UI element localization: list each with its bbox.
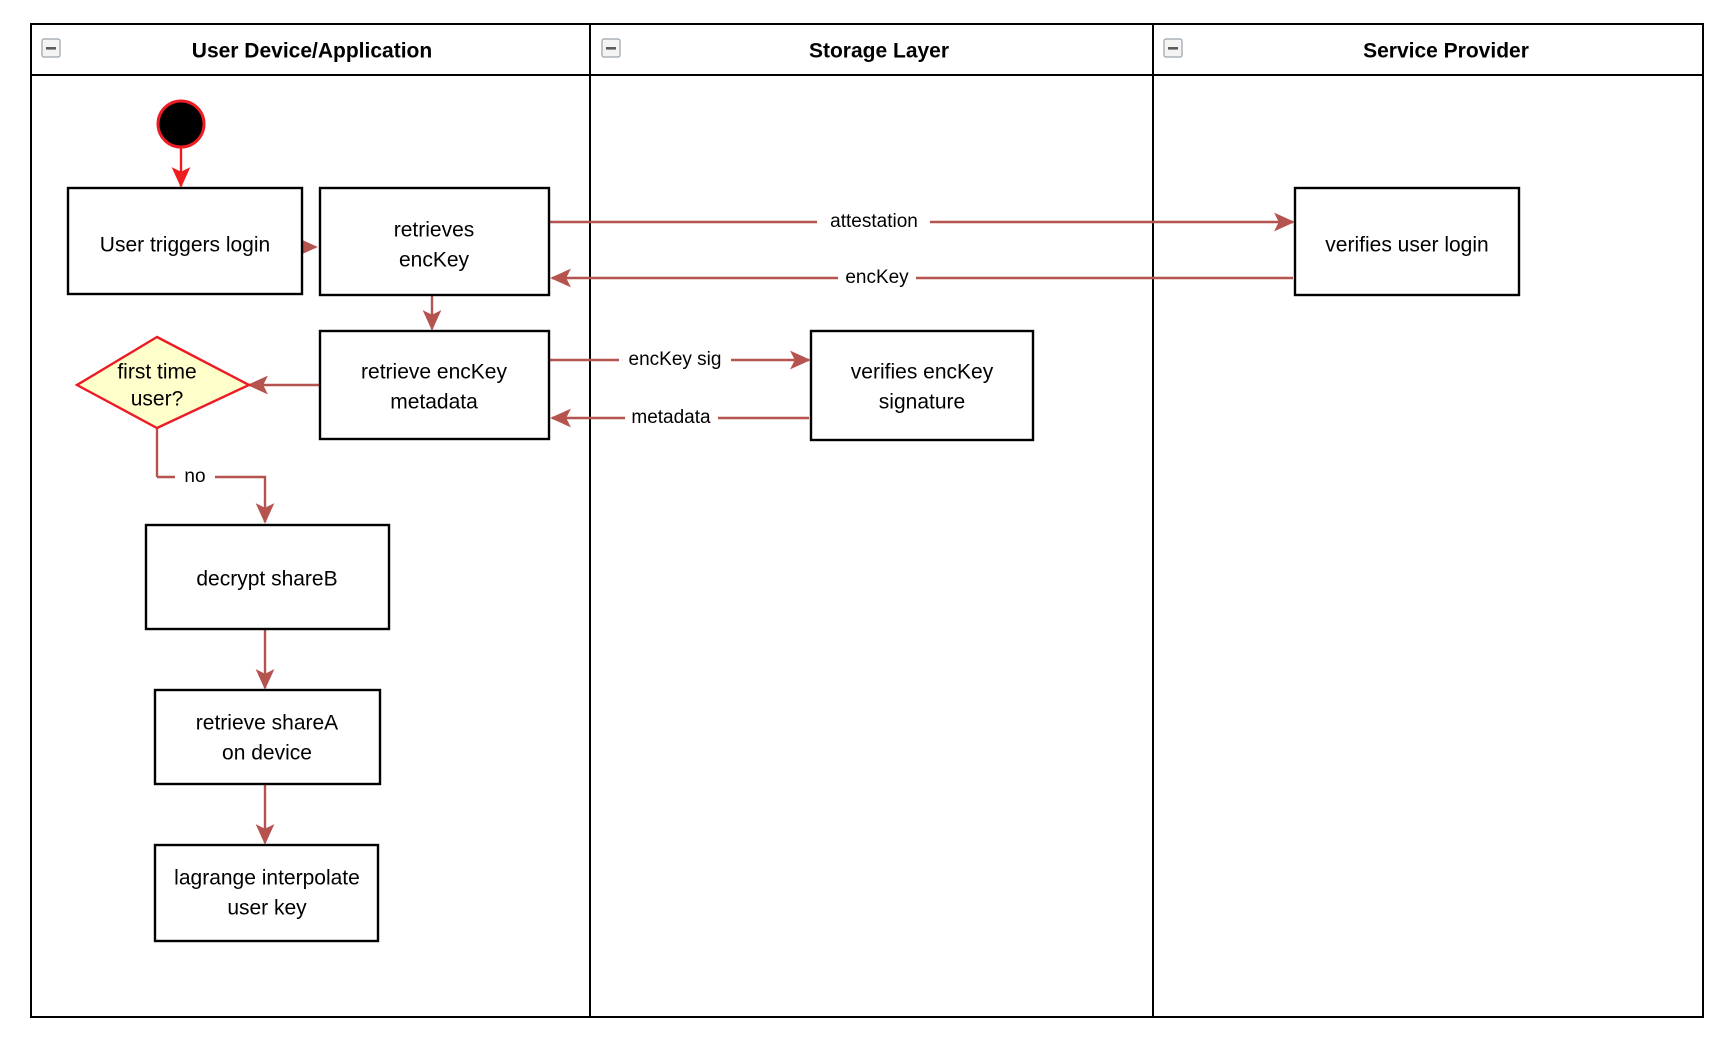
node-retrieves-enckey-label-line2: encKey <box>399 249 470 272</box>
node-retrieve-enckey-metadata-label-line1: retrieve encKey <box>361 361 507 384</box>
node-first-time-user[interactable]: first time user? <box>74 335 252 430</box>
collapse-minus-icon-bar <box>1168 47 1178 50</box>
node-retrieve-sharea-on-device-label-line1: retrieve shareA <box>196 712 338 735</box>
node-retrieves-enckey-box[interactable] <box>318 186 551 297</box>
node-verifies-user-login[interactable]: verifies user login <box>1293 186 1521 297</box>
node-retrieve-sharea-on-device-label-line2: on device <box>222 742 312 765</box>
node-lagrange-interpolate-user-key-label-line2: user key <box>227 897 307 920</box>
edge-label-no: no <box>184 466 205 487</box>
lane-header-user-device[interactable]: User Device/Application <box>41 38 432 63</box>
lane-header-service-provider[interactable]: Service Provider <box>1163 38 1529 63</box>
node-lagrange-interpolate-user-key-box[interactable] <box>153 843 380 943</box>
node-verifies-enckey-signature[interactable]: verifies encKey signature <box>809 329 1035 442</box>
node-first-time-user-label-line1: first time <box>117 361 196 384</box>
node-lagrange-interpolate-user-key-label-line1: lagrange interpolate <box>174 867 360 890</box>
collapse-minus-icon-bar <box>46 47 56 50</box>
node-retrieves-enckey-label-line1: retrieves <box>394 219 475 242</box>
node-verifies-user-login-box[interactable] <box>1293 186 1521 297</box>
node-retrieve-sharea-on-device-box[interactable] <box>153 688 382 786</box>
node-first-time-user-label-line2: user? <box>131 388 184 411</box>
lane-title-service-provider: Service Provider <box>1363 40 1529 63</box>
node-user-triggers-login-box[interactable] <box>66 186 304 296</box>
node-verifies-enckey-signature-label-line2: signature <box>879 391 965 414</box>
node-verifies-enckey-signature-label-line1: verifies encKey <box>851 361 994 384</box>
node-decrypt-shareb-label: decrypt shareB <box>196 568 337 591</box>
edge-layer: attestation encKey encKey sig metadata n… <box>155 143 1295 845</box>
lane-title-user-device: User Device/Application <box>192 40 432 63</box>
node-verifies-enckey-signature-box[interactable] <box>809 329 1035 442</box>
node-retrieves-enckey[interactable]: retrieves encKey <box>318 186 551 297</box>
node-lagrange-interpolate-user-key[interactable]: lagrange interpolate user key <box>153 843 380 943</box>
edge-label-metadata: metadata <box>631 407 711 428</box>
node-user-triggers-login[interactable]: User triggers login <box>66 186 304 296</box>
node-verifies-user-login-label: verifies user login <box>1325 234 1488 257</box>
node-retrieve-enckey-metadata-label-line2: metadata <box>390 391 478 414</box>
node-first-time-user-diamond[interactable] <box>74 335 252 430</box>
node-decrypt-shareb[interactable]: decrypt shareB <box>144 523 391 631</box>
node-decrypt-shareb-box[interactable] <box>144 523 391 631</box>
edge-label-enckey-sig: encKey sig <box>629 349 722 370</box>
start-node[interactable] <box>156 99 206 149</box>
edge-label-attestation: attestation <box>830 211 918 232</box>
collapse-minus-icon-bar <box>606 47 616 50</box>
lane-title-storage: Storage Layer <box>809 40 949 63</box>
node-user-triggers-login-label: User triggers login <box>100 234 270 257</box>
node-retrieve-sharea-on-device[interactable]: retrieve shareA on device <box>153 688 382 786</box>
node-retrieve-enckey-metadata-box[interactable] <box>318 329 551 441</box>
node-layer: User triggers login retrieves encKey ret… <box>66 99 1521 943</box>
edge-label-enckey: encKey <box>845 267 909 288</box>
node-retrieve-enckey-metadata[interactable]: retrieve encKey metadata <box>318 329 551 441</box>
lane-header-storage[interactable]: Storage Layer <box>601 38 949 63</box>
